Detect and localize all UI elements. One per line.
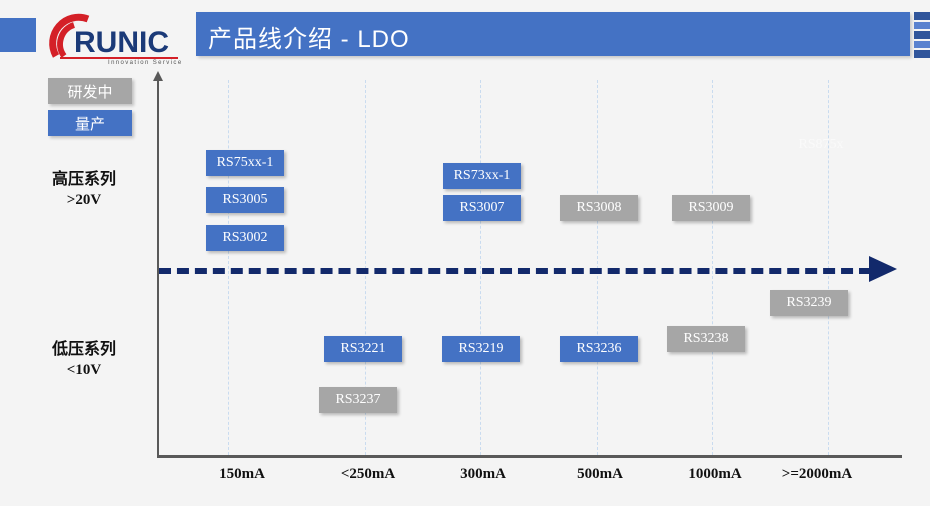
svg-text:RUNIC: RUNIC: [74, 26, 169, 59]
band-label-high-voltage-cn: 高压系列: [51, 171, 116, 188]
product-chip-rs75xx-1[interactable]: RS75xx-1: [206, 150, 284, 176]
legend-item-in-development: 研发中: [48, 78, 132, 104]
y-axis-line: [157, 80, 159, 456]
x-tick-500ma: 500mA: [577, 466, 623, 482]
gridline-<250mA: [365, 80, 367, 455]
slide-title-bar: 产品线介绍 - LDO: [196, 12, 910, 56]
gridline-300mA: [480, 80, 482, 455]
gridline-150mA: [228, 80, 230, 455]
product-chip-rs875x[interactable]: RS875x: [798, 137, 844, 152]
x-tick-150ma: 150mA: [219, 466, 265, 482]
header-left-accent-block: [0, 18, 36, 52]
gridline->=2000mA: [828, 80, 830, 455]
strip-seg-4: [914, 40, 930, 49]
band-label-high-voltage: 高压系列 >20V: [20, 170, 148, 210]
gridline-1000mA: [712, 80, 714, 455]
band-label-low-voltage: 低压系列 <10V: [20, 340, 148, 380]
strip-seg-1: [914, 12, 930, 20]
band-label-low-voltage-cn: 低压系列: [51, 341, 116, 358]
band-label-low-voltage-range: <10V: [66, 362, 102, 378]
x-tick-2000ma: >=2000mA: [781, 466, 853, 482]
band-label-high-voltage-range: >20V: [66, 192, 102, 208]
y-axis-arrow-icon: [153, 71, 163, 81]
product-chip-rs3236[interactable]: RS3236: [560, 336, 638, 362]
x-axis-line: [157, 455, 902, 458]
product-chip-rs3008[interactable]: RS3008: [560, 195, 638, 221]
strip-seg-5: [914, 50, 930, 58]
product-chip-rs73xx-1[interactable]: RS73xx-1: [443, 163, 521, 189]
product-chip-rs3007[interactable]: RS3007: [443, 195, 521, 221]
x-tick-1000ma: 1000mA: [688, 466, 742, 482]
product-chip-rs3005[interactable]: RS3005: [206, 187, 284, 213]
product-chip-rs3238[interactable]: RS3238: [667, 326, 745, 352]
runic-logo: RUNIC Innovation Service: [48, 12, 188, 64]
voltage-divider-dashed-line: [159, 268, 871, 274]
legend-item-mass-production: 量产: [48, 110, 132, 136]
divider-arrow-icon: [869, 256, 897, 282]
product-chip-rs3002[interactable]: RS3002: [206, 225, 284, 251]
product-chip-rs3219[interactable]: RS3219: [442, 336, 520, 362]
product-chip-rs3221[interactable]: RS3221: [324, 336, 402, 362]
x-tick-300ma: 300mA: [460, 466, 506, 482]
x-tick-250ma: <250mA: [340, 466, 396, 482]
gridline-500mA: [597, 80, 599, 455]
header-right-strip: [914, 12, 930, 58]
strip-seg-2: [914, 21, 930, 30]
product-chip-rs3009[interactable]: RS3009: [672, 195, 750, 221]
page-title: 产品线介绍 - LDO: [208, 26, 410, 53]
product-chip-rs3239[interactable]: RS3239: [770, 290, 848, 316]
product-chip-rs3237[interactable]: RS3237: [319, 387, 397, 413]
svg-text:Innovation Service: Innovation Service: [108, 60, 183, 64]
strip-seg-3: [914, 31, 930, 39]
